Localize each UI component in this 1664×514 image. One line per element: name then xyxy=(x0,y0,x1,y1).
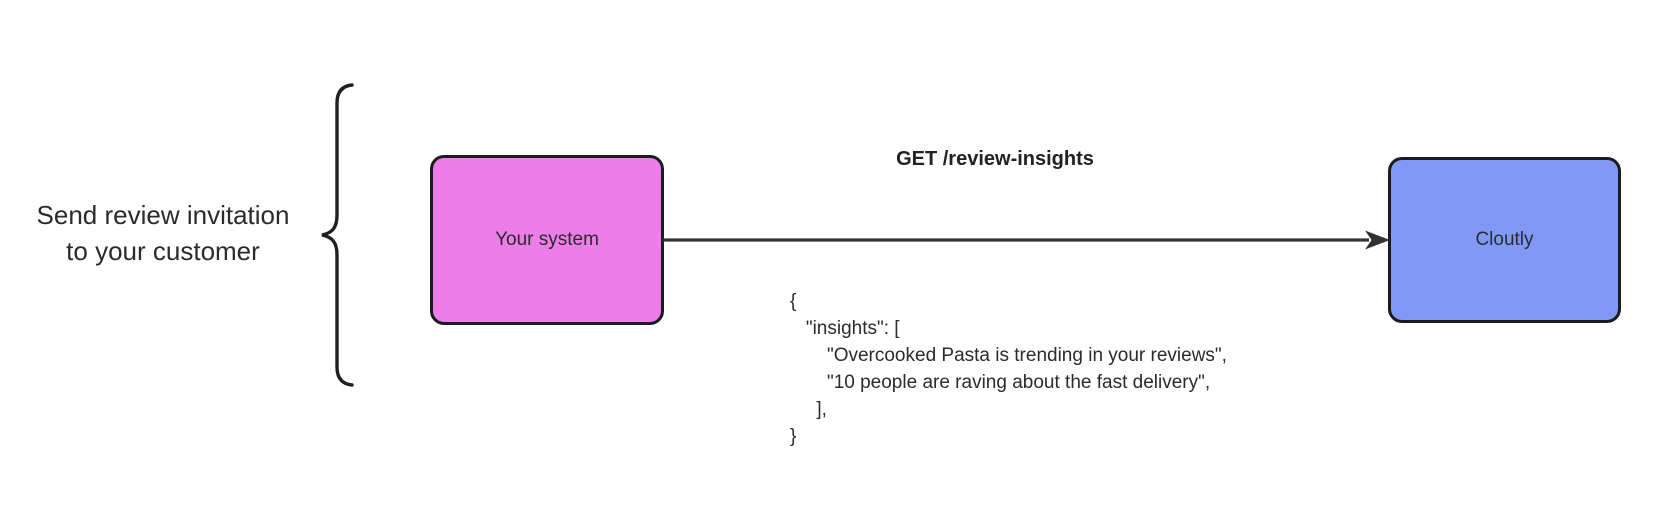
response-json-line: { xyxy=(790,291,797,312)
node-cloutly-label: Cloutly xyxy=(1475,229,1534,250)
node-your-system-label: Your system xyxy=(495,229,599,250)
annotation-line-1: Send review invitation xyxy=(36,200,290,230)
node-cloutly: Cloutly xyxy=(1388,157,1621,323)
annotation-line-2: to your customer xyxy=(66,236,260,266)
response-json-line: } xyxy=(790,426,797,447)
arrow-label: GET /review-insights xyxy=(896,148,1094,170)
node-your-system: Your system xyxy=(430,155,664,325)
annotation-label: Send review invitation to your customer xyxy=(3,197,323,269)
response-json-line: ], xyxy=(790,399,827,420)
response-json: { "insights": [ "Overcooked Pasta is tre… xyxy=(790,288,1227,450)
curly-brace-icon xyxy=(321,83,354,387)
response-json-line: "10 people are raving about the fast del… xyxy=(790,372,1211,393)
response-json-line: "Overcooked Pasta is trending in your re… xyxy=(790,345,1227,366)
flow-arrow-icon xyxy=(663,230,1390,250)
response-json-line: "insights": [ xyxy=(790,318,900,339)
